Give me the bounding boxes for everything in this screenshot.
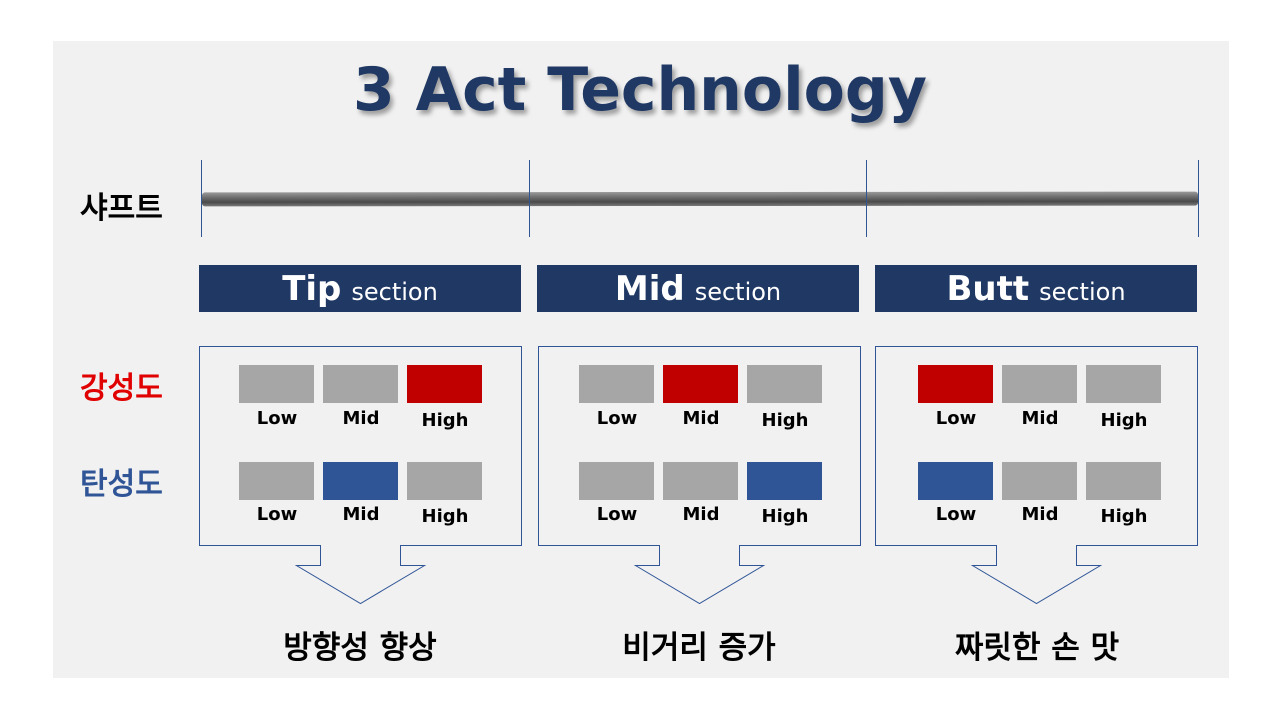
level-label: High	[421, 506, 469, 527]
stiffness-level-box	[747, 365, 822, 403]
elasticity-level-box	[239, 462, 314, 500]
elasticity-level-box	[1002, 462, 1077, 500]
elasticity-level-box	[1086, 462, 1161, 500]
section-suffix: section	[351, 278, 438, 306]
level-label: High	[1100, 506, 1148, 527]
elasticity-level-box	[407, 462, 482, 500]
level-label: Low	[596, 504, 638, 525]
level-label: Low	[256, 408, 298, 429]
stiffness-level-box	[579, 365, 654, 403]
section-header-tip: Tip section	[199, 265, 521, 312]
level-label: Mid	[342, 408, 380, 429]
elasticity-level-box	[323, 462, 398, 500]
result-text-tip: 방향성 향상	[283, 630, 437, 666]
page-title: 3 Act Technology	[353, 55, 927, 125]
section-header-mid: Mid section	[537, 265, 859, 312]
section-divider	[866, 160, 867, 237]
level-label: Mid	[1021, 408, 1059, 429]
level-label: Low	[935, 408, 977, 429]
elasticity-level-box	[663, 462, 738, 500]
stiffness-level-box	[1086, 365, 1161, 403]
stiffness-level-box	[663, 365, 738, 403]
section-name: Mid	[614, 269, 685, 309]
level-label: High	[761, 506, 809, 527]
result-text-butt: 짜릿한 손 맛	[954, 630, 1120, 666]
elasticity-level-box	[747, 462, 822, 500]
stiffness-level-box	[1002, 365, 1077, 403]
section-divider	[1198, 160, 1199, 237]
stiffness-level-box	[918, 365, 993, 403]
section-name: Butt	[946, 269, 1030, 309]
shaft-label: 샤프트	[80, 191, 163, 226]
section-divider	[201, 160, 202, 237]
result-text-mid: 비거리 증가	[622, 630, 776, 666]
level-label: Mid	[342, 504, 380, 525]
elasticity-level-box	[579, 462, 654, 500]
level-label: Mid	[682, 504, 720, 525]
level-label: Low	[596, 408, 638, 429]
section-suffix: section	[1039, 278, 1126, 306]
level-label: High	[1100, 410, 1148, 431]
stiffness-level-box	[239, 365, 314, 403]
level-label: Mid	[682, 408, 720, 429]
section-suffix: section	[694, 278, 782, 306]
level-label: High	[421, 410, 469, 431]
level-label: Low	[256, 504, 298, 525]
stiffness-label: 강성도	[80, 371, 163, 406]
stiffness-level-box	[407, 365, 482, 403]
level-label: High	[761, 410, 809, 431]
elasticity-level-box	[918, 462, 993, 500]
shaft-bar	[202, 191, 1198, 207]
section-name: Tip	[282, 269, 342, 309]
elasticity-label: 탄성도	[80, 467, 163, 502]
level-label: Mid	[1021, 504, 1059, 525]
section-header-butt: Butt section	[875, 265, 1197, 312]
section-divider	[529, 160, 530, 237]
level-label: Low	[935, 504, 977, 525]
stiffness-level-box	[323, 365, 398, 403]
